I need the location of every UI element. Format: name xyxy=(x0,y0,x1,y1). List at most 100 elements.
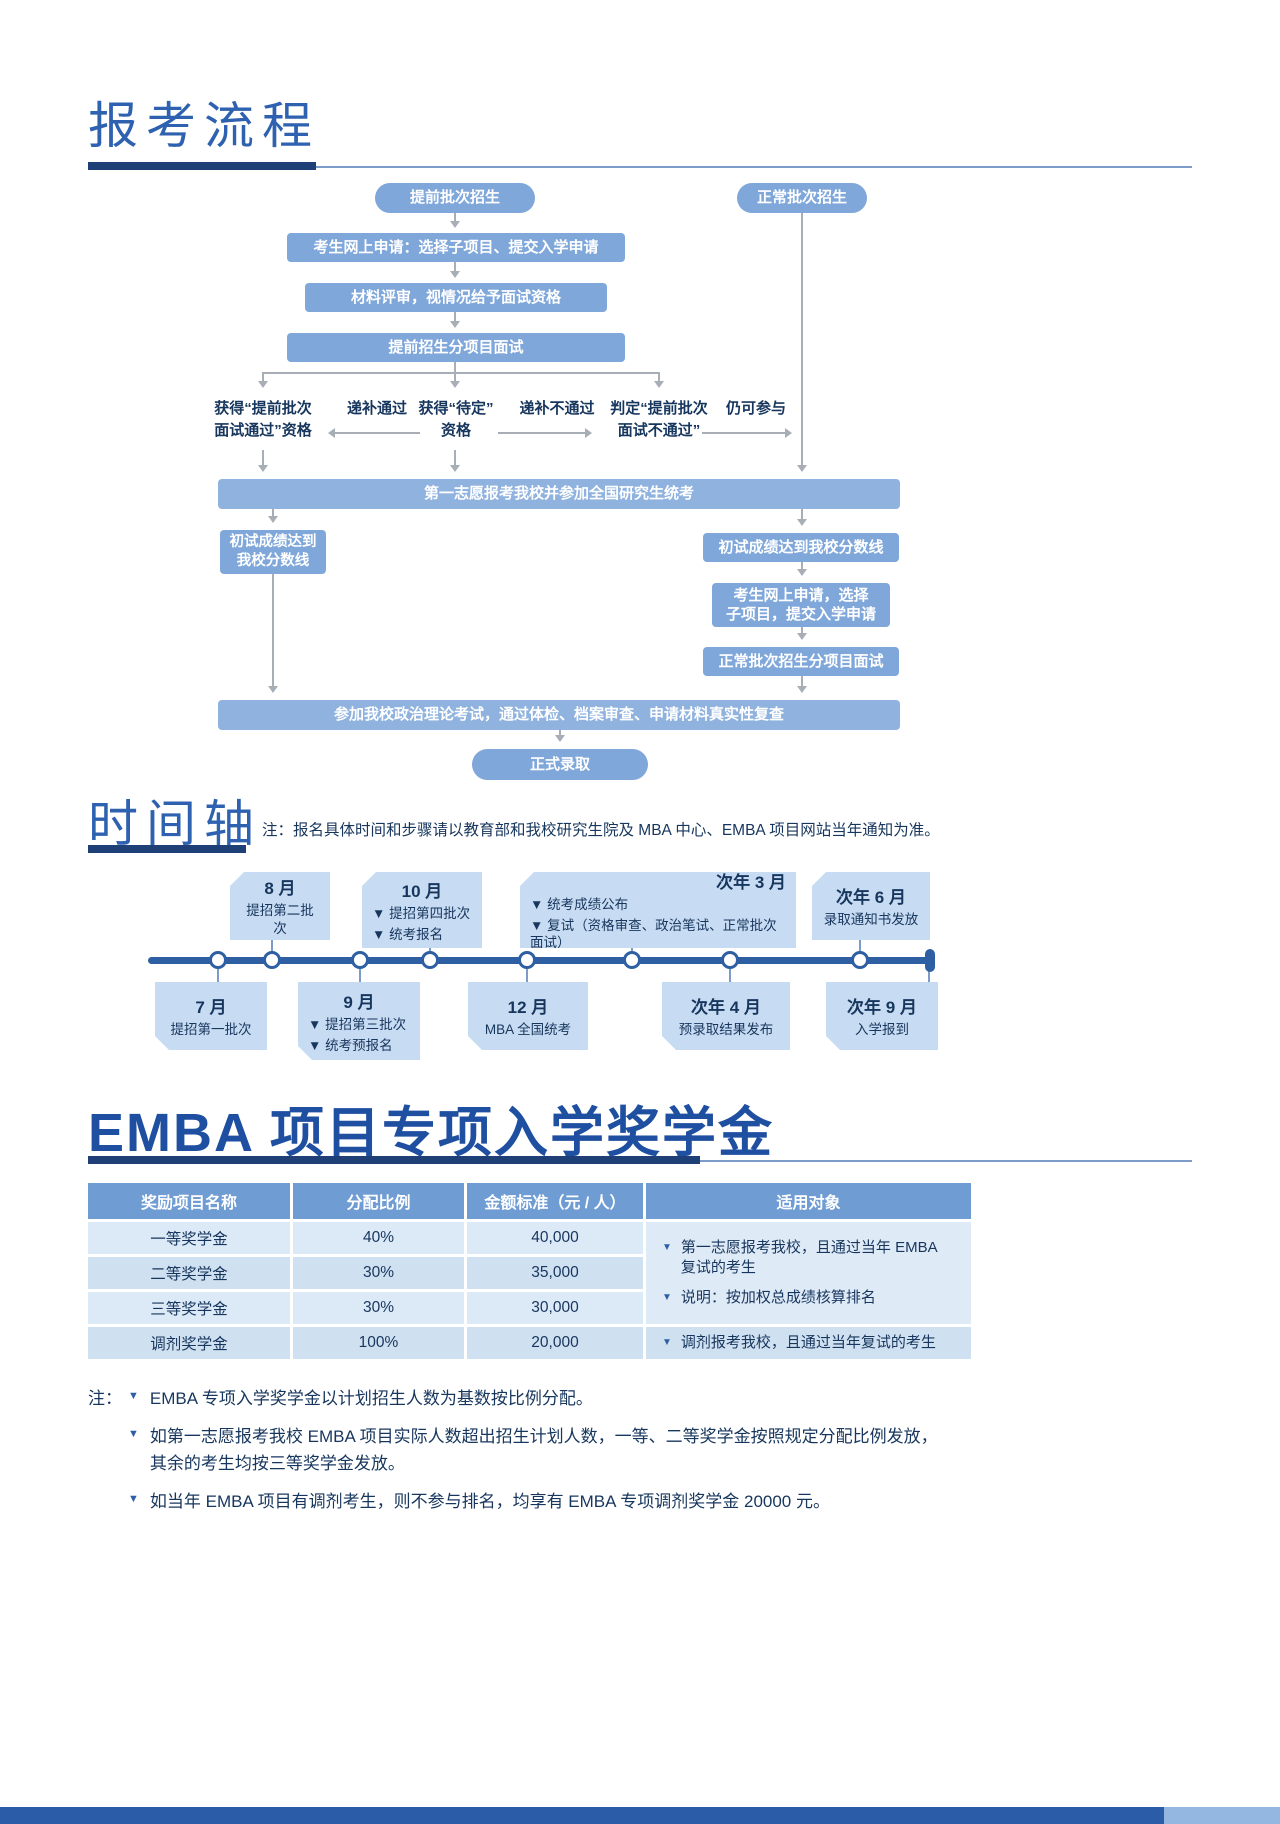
timeline-tick xyxy=(729,969,731,985)
column-header: 适用对象 xyxy=(646,1183,971,1219)
cell-ratio: 30% xyxy=(293,1257,464,1289)
column-header: 奖励项目名称 xyxy=(88,1183,290,1219)
timeline-item-aug: 8 月 提招第二批次 xyxy=(230,872,330,940)
scholarship-table: 奖励项目名称 分配比例 金额标准（元 / 人） 适用对象 ▼ 第一志愿报考我校，… xyxy=(88,1183,971,1359)
footnotes-list: ▼ EMBA 专项入学奖学金以计划招生人数为基数按比例分配。 ▼ 如第一志愿报考… xyxy=(128,1385,938,1515)
triangle-marker-icon: ▼ xyxy=(128,1390,139,1402)
timeline-item-jul: 7 月 提招第一批次 xyxy=(155,982,267,1050)
cell-amount: 40,000 xyxy=(467,1222,643,1254)
cell-target-last: ▼ 调剂报考我校，且通过当年复试的考生 xyxy=(646,1327,971,1359)
flow-title-rule xyxy=(88,166,1192,168)
flow-arrow-down xyxy=(268,509,278,523)
scholarship-title-rule-accent xyxy=(88,1156,700,1164)
flow-label-pass: 获得“提前批次 面试通过”资格 xyxy=(214,400,312,439)
timeline-dot xyxy=(209,951,227,969)
timeline-tick xyxy=(526,969,528,985)
flow-node-score-right: 初试成绩达到我校分数线 xyxy=(703,533,899,562)
cell-name: 调剂奖学金 xyxy=(88,1327,290,1359)
flow-node-admission: 正式录取 xyxy=(472,749,648,780)
timeline-tick xyxy=(859,936,861,952)
timeline-endcap xyxy=(925,949,935,972)
triangle-marker-icon: ▼ xyxy=(128,1492,139,1505)
timeline-item-jun: 次年 6 月 录取通知书发放 xyxy=(812,872,930,940)
flow-arrow-down xyxy=(450,450,460,472)
flow-arrow-down xyxy=(555,730,565,742)
cell-name: 三等奖学金 xyxy=(88,1292,290,1324)
timeline-section-title: 时间轴 xyxy=(88,796,262,852)
flow-node-apply-online: 考生网上申请：选择子项目、提交入学申请 xyxy=(287,233,625,262)
flow-arrow-down xyxy=(654,372,664,388)
flow-arrow-down xyxy=(258,372,268,388)
target-item: ▼ 调剂报考我校，且通过当年复试的考生 xyxy=(662,1333,936,1353)
timeline-dot xyxy=(518,951,536,969)
timeline-dot xyxy=(623,951,641,969)
timeline-tick xyxy=(271,936,273,952)
cell-amount: 35,000 xyxy=(467,1257,643,1289)
flow-arrow-down xyxy=(268,574,278,693)
timeline-item-sep: 9 月 ▼ 提招第三批次 ▼ 统考预报名 xyxy=(298,982,420,1060)
footnote: ▼ 如当年 EMBA 项目有调剂考生，则不参与排名，均享有 EMBA 专项调剂奖… xyxy=(128,1488,938,1516)
flow-section-title: 报考流程 xyxy=(88,98,320,154)
cell-amount: 20,000 xyxy=(467,1327,643,1359)
flow-arrow-down xyxy=(797,676,807,693)
footer-bar-accent xyxy=(1164,1807,1280,1824)
timeline-dot xyxy=(851,951,869,969)
flow-connector xyxy=(454,362,456,374)
flow-arrow-down xyxy=(797,627,807,640)
flow-connector xyxy=(263,372,659,374)
timeline-dot xyxy=(721,951,739,969)
flow-node-early-batch: 提前批次招生 xyxy=(375,183,535,213)
flow-node-normal-interview: 正常批次招生分项目面试 xyxy=(703,647,899,676)
timeline-item-dec: 12 月 MBA 全国统考 xyxy=(468,982,588,1050)
timeline-item-sep2: 次年 9 月 入学报到 xyxy=(826,982,938,1050)
triangle-marker-icon: ▼ xyxy=(662,1336,672,1348)
flow-label-fail: 判定“提前批次 面试不通过” xyxy=(610,400,708,439)
target-item: ▼ 第一志愿报考我校，且通过当年 EMBA 复试的考生 xyxy=(662,1238,955,1279)
flow-node-political-exam: 参加我校政治理论考试，通过体检、档案审查、申请材料真实性复查 xyxy=(218,700,900,730)
scholarship-section-title: EMBA 项目专项入学奖学金 xyxy=(88,1103,774,1163)
flow-arrow-down xyxy=(450,312,460,328)
footnote: ▼ EMBA 专项入学奖学金以计划招生人数为基数按比例分配。 xyxy=(128,1385,938,1413)
flow-arrow-down xyxy=(450,262,460,278)
flow-node-score-left: 初试成绩达到 我校分数线 xyxy=(220,530,326,574)
timeline-title-rule-accent xyxy=(88,845,246,853)
triangle-marker-icon: ▼ xyxy=(662,1292,672,1304)
cell-ratio: 100% xyxy=(293,1327,464,1359)
flow-label-pending: 获得“待定” 资格 xyxy=(418,400,494,439)
flow-node-apply-online2: 考生网上申请，选择 子项目，提交入学申请 xyxy=(712,583,890,627)
timeline-axis xyxy=(148,957,930,964)
column-header: 分配比例 xyxy=(293,1183,464,1219)
flow-node-national-exam: 第一志愿报考我校并参加全国研究生统考 xyxy=(218,479,900,509)
flow-label-waitlist-pass: 递补通过 xyxy=(346,400,407,417)
timeline-tick xyxy=(217,969,219,985)
cell-name: 一等奖学金 xyxy=(88,1222,290,1254)
flow-title-rule-accent xyxy=(88,162,316,170)
cell-ratio: 40% xyxy=(293,1222,464,1254)
flow-arrow-down xyxy=(258,450,268,472)
cell-ratio: 30% xyxy=(293,1292,464,1324)
flow-node-normal-batch: 正常批次招生 xyxy=(737,183,867,213)
flow-node-early-interview: 提前招生分项目面试 xyxy=(287,333,625,362)
footer-bar xyxy=(0,1807,1280,1824)
timeline-dot xyxy=(263,951,281,969)
flow-arrow-down xyxy=(797,213,807,472)
cell-name: 二等奖学金 xyxy=(88,1257,290,1289)
timeline-item-mar: 次年 3 月 ▼ 统考成绩公布 ▼ 复试（资格审查、政治笔试、正常批次面试） xyxy=(520,872,796,948)
flow-label-waitlist-fail: 递补不通过 xyxy=(519,400,595,417)
timeline-item-oct: 10 月 ▼ 提招第四批次 ▼ 统考报名 xyxy=(362,872,482,948)
timeline-item-apr: 次年 4 月 预录取结果发布 xyxy=(662,982,790,1050)
cell-target-first: ▼ 第一志愿报考我校，且通过当年 EMBA 复试的考生 ▼ 说明：按加权总成绩核… xyxy=(646,1222,971,1324)
flow-arrow-right xyxy=(702,428,792,438)
flow-arrow-down xyxy=(450,213,460,228)
footnotes-prefix: 注： xyxy=(88,1389,122,1408)
timeline-dot xyxy=(421,951,439,969)
flow-arrow-right xyxy=(498,428,592,438)
flow-label-still-join: 仍可参与 xyxy=(725,400,786,417)
footnotes: 注： ▼ EMBA 专项入学奖学金以计划招生人数为基数按比例分配。 ▼ 如第一志… xyxy=(88,1385,1128,1515)
flow-node-material-review: 材料评审，视情况给予面试资格 xyxy=(305,283,607,312)
timeline-note: 注：报名具体时间和步骤请以教育部和我校研究生院及 MBA 中心、EMBA 项目网… xyxy=(262,822,940,839)
timeline-tick xyxy=(359,969,361,985)
timeline-dot xyxy=(351,951,369,969)
cell-amount: 30,000 xyxy=(467,1292,643,1324)
